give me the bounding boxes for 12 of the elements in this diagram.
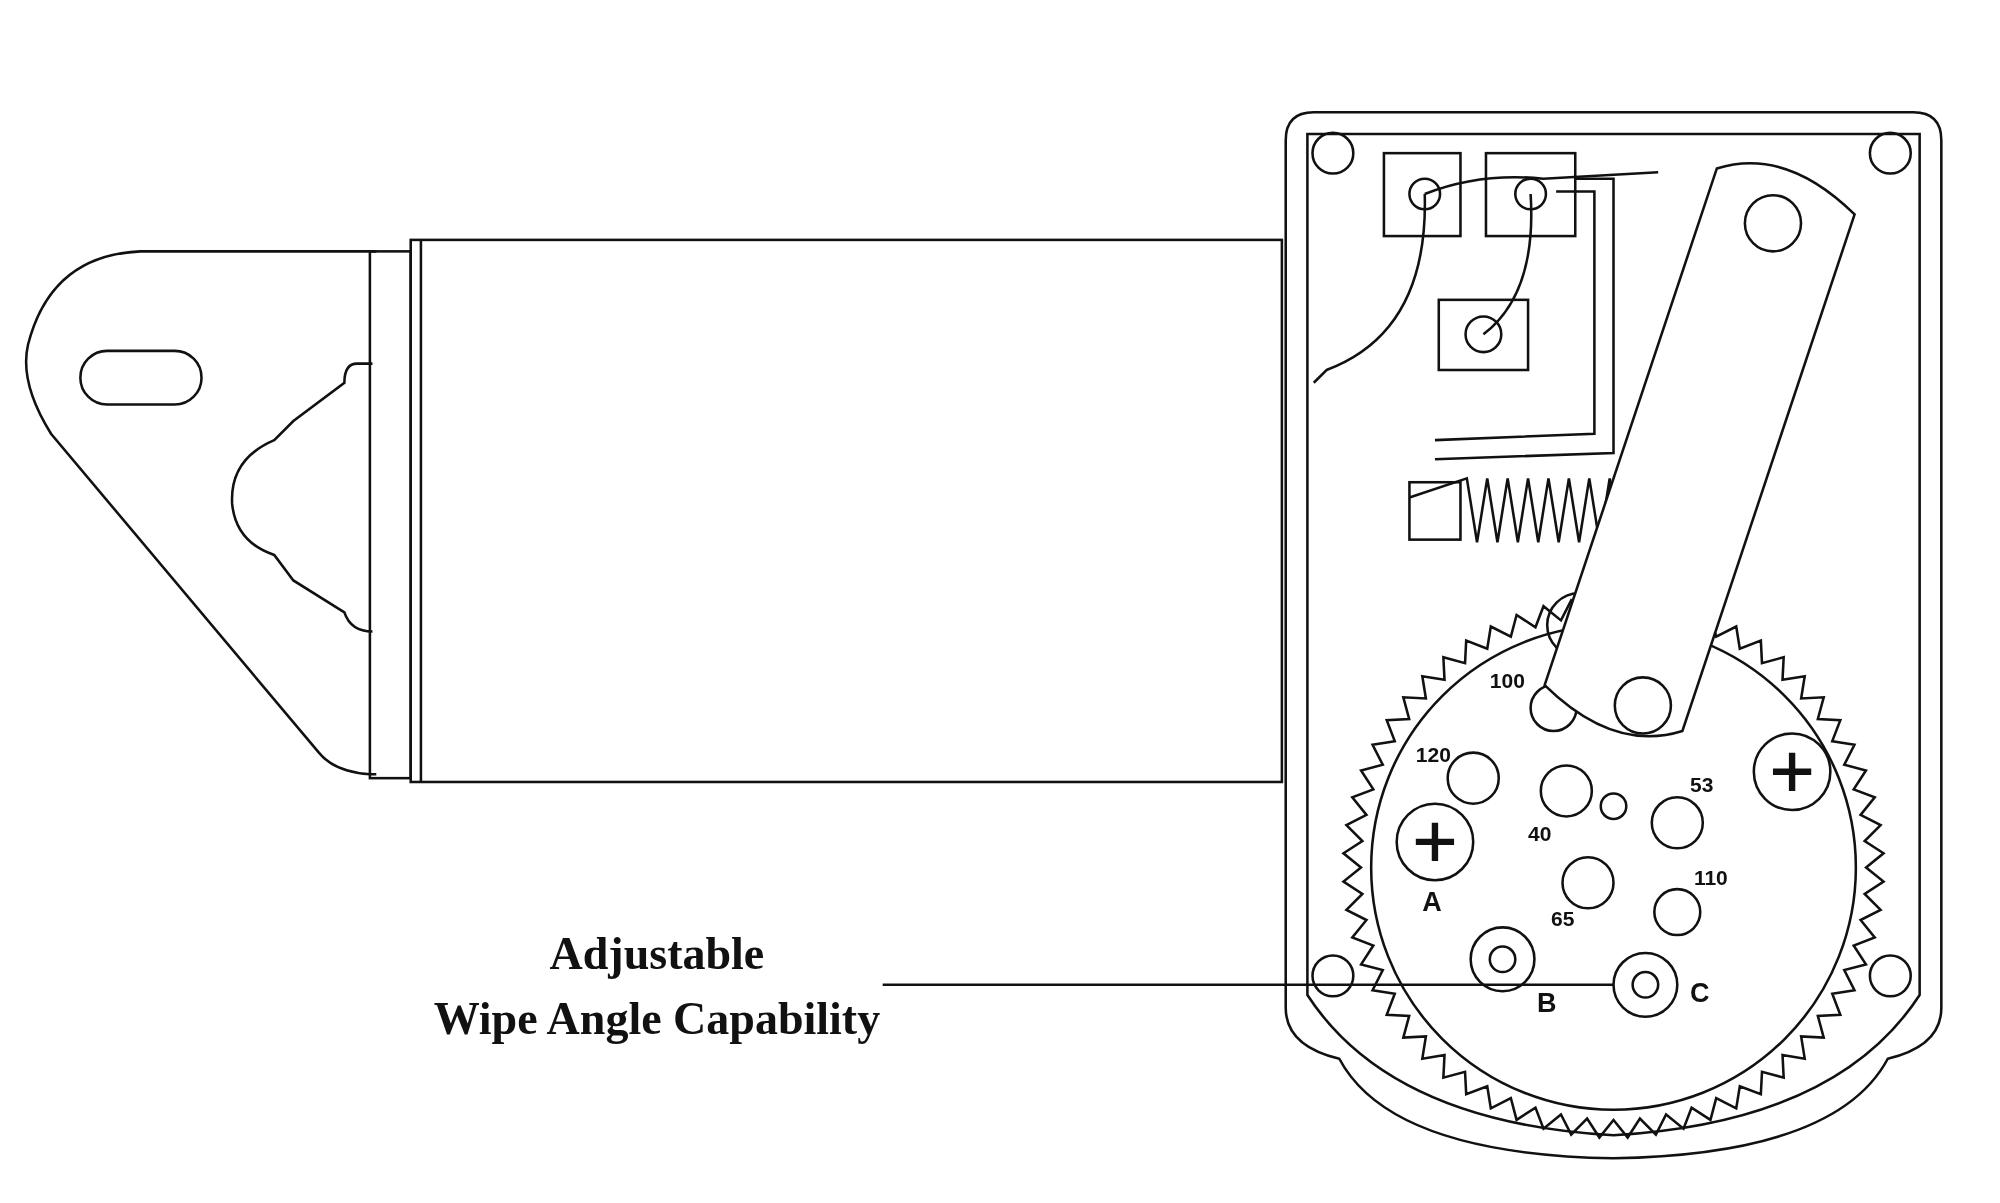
angle-number: 120 [1415,743,1451,765]
angle-number: 110 [1693,867,1728,889]
position-letter: C [1690,979,1710,1007]
angle-number: 65 [1551,908,1575,930]
position-letter: B [1537,989,1557,1017]
position-letter: A [1422,889,1442,916]
adjustment-hole [1612,951,1679,1018]
leader-line [882,983,1614,987]
callout-text: Adjustable Wipe Angle Capability [433,922,881,1051]
angle-number: 100 [1489,669,1525,691]
angle-number: 40 [1528,822,1552,844]
angle-number: 53 [1690,774,1714,796]
